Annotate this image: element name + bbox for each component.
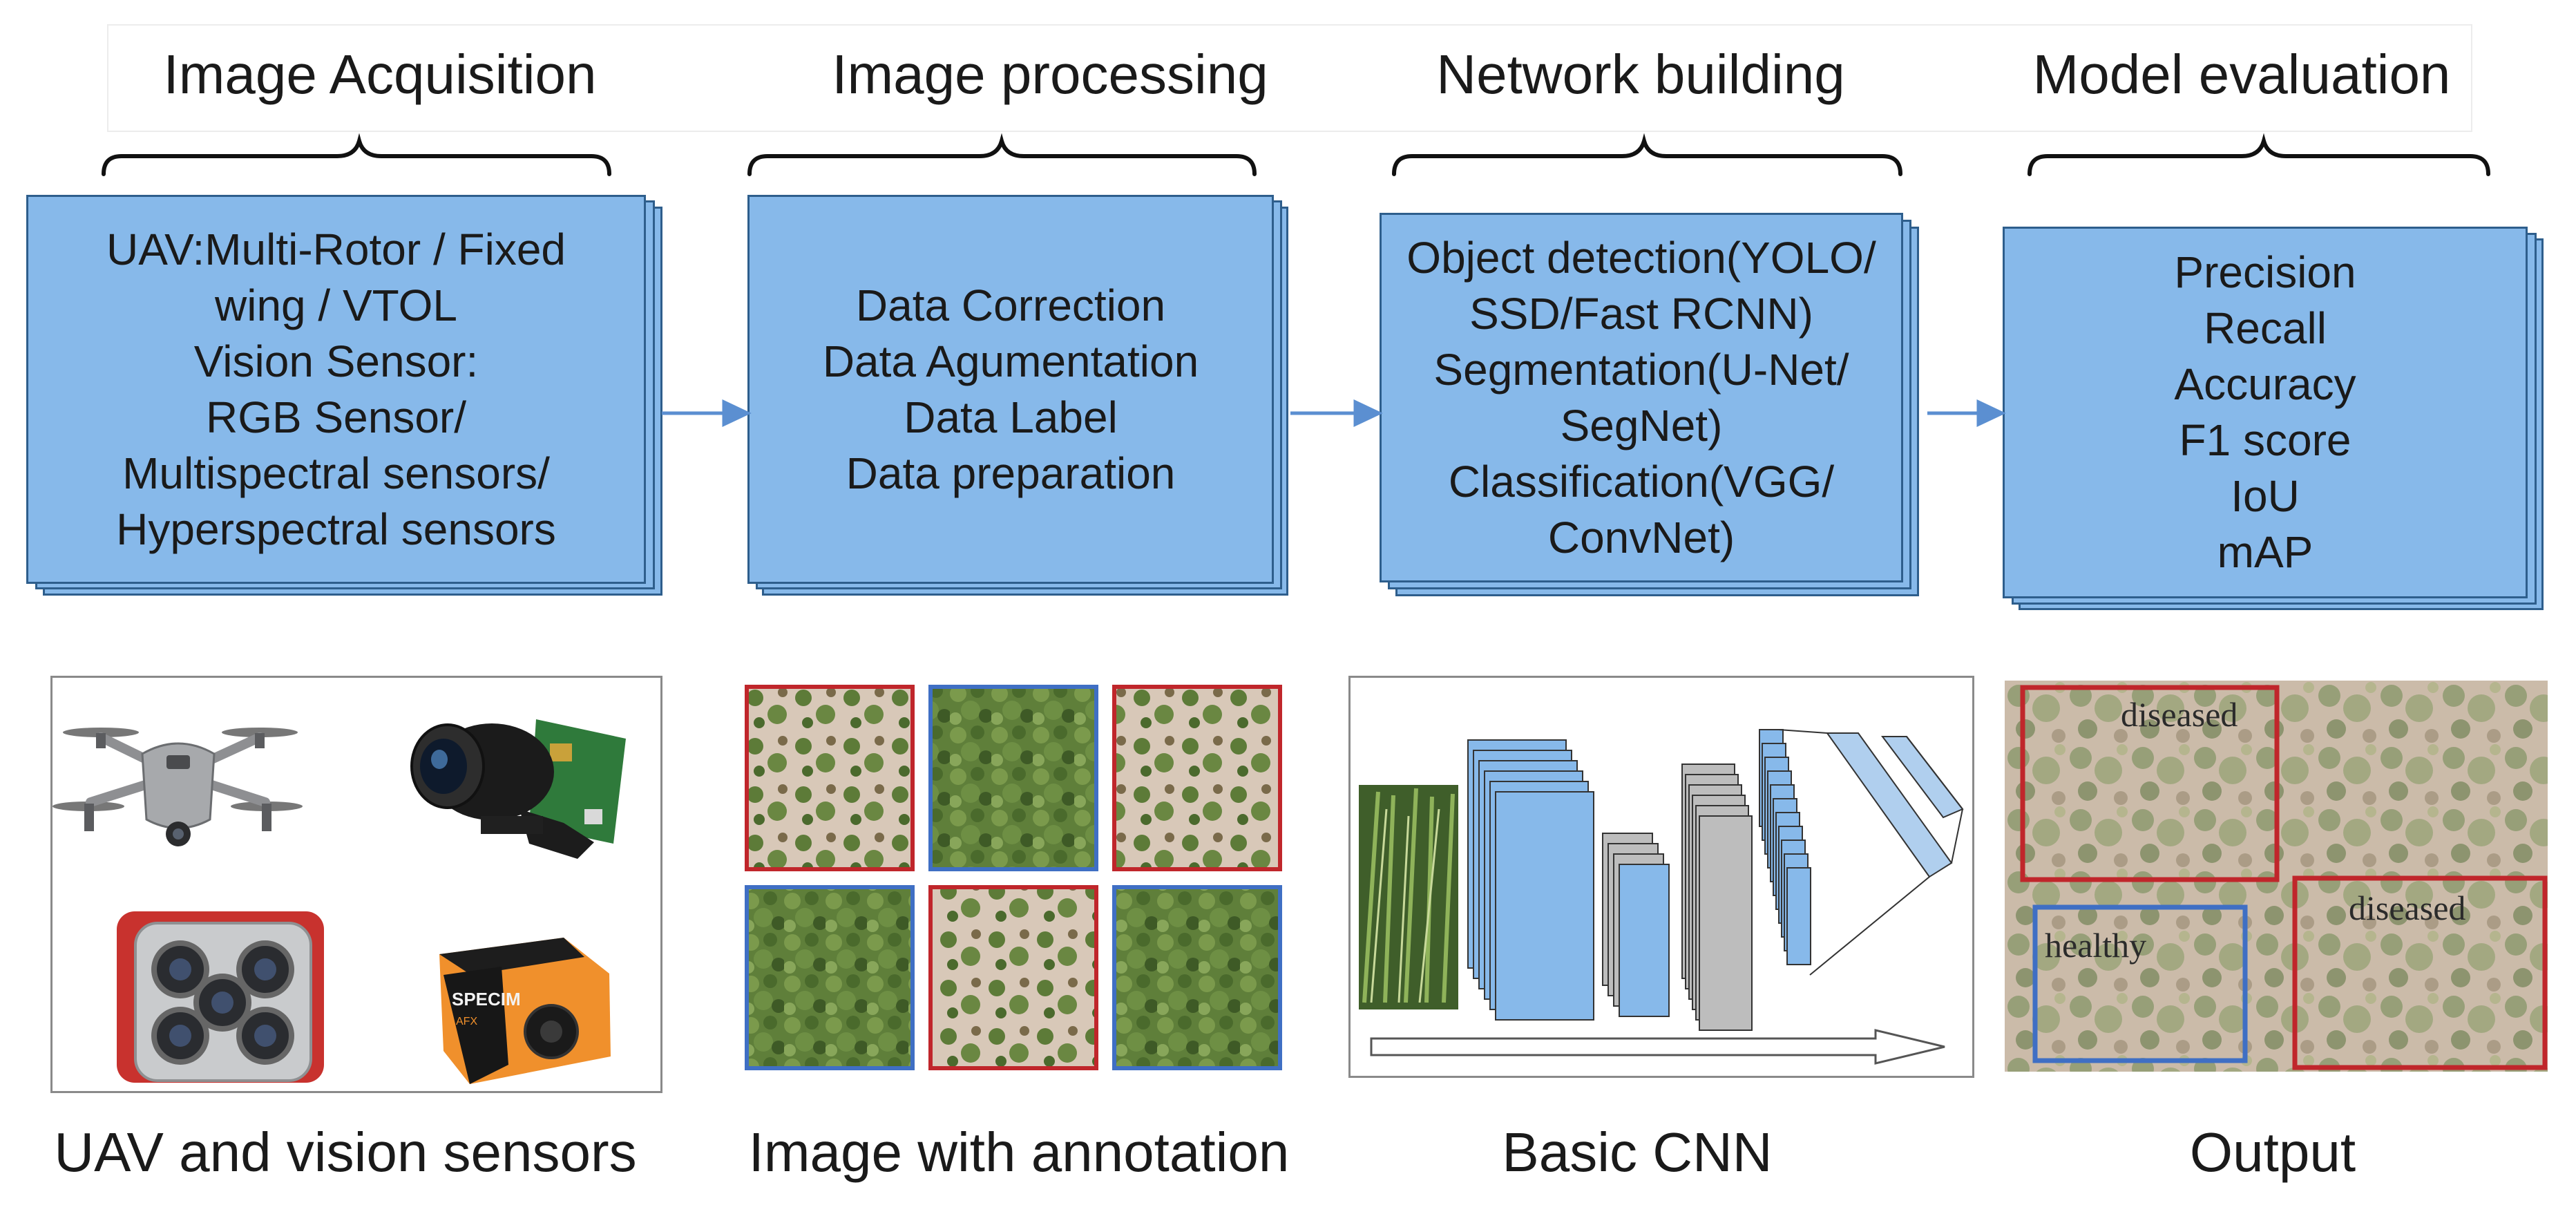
detection-box-diseased-2: diseased <box>2292 875 2548 1070</box>
fully-connected-layers <box>1778 729 1964 976</box>
brace-network <box>1392 133 1902 176</box>
stage-title-acquisition: Image Acquisition <box>163 44 597 105</box>
sensors-panel: SPECIM AFX <box>50 676 662 1093</box>
stage-text-acquisition: UAV:Multi-Rotor / Fixed wing / VTOL Visi… <box>26 195 646 584</box>
stage-line: SSD/Fast RCNN) <box>1469 288 1813 339</box>
conv-block-1-front <box>1495 791 1594 1021</box>
stage-line: IoU <box>2231 471 2300 521</box>
stage-title-network: Network building <box>1436 44 1845 105</box>
stage-line: Data Correction <box>855 280 1166 330</box>
brace-acquisition <box>102 133 611 176</box>
stage-title-processing: Image processing <box>832 44 1268 105</box>
cnn-panel <box>1348 676 1974 1078</box>
drone-icon <box>53 728 303 846</box>
detection-label: diseased <box>2349 889 2465 927</box>
caption-network: Basic CNN <box>1502 1121 1773 1183</box>
pool-block-1 <box>1602 833 1670 1017</box>
multispectral-camera-icon <box>117 911 324 1083</box>
hyperspectral-model-text: AFX <box>456 1016 477 1027</box>
detection-label: diseased <box>2121 695 2238 734</box>
arrow-head <box>1976 399 2006 427</box>
caption-evaluation: Output <box>2189 1121 2356 1183</box>
annotation-tile-1 <box>745 685 915 871</box>
stage-line: Recall <box>2204 303 2327 353</box>
annotation-tile-4 <box>745 885 915 1070</box>
conv-block-2 <box>1681 764 1753 1031</box>
stage-text-network: Object detection(YOLO/ SSD/Fast RCNN) Se… <box>1380 213 1903 582</box>
arrow-head <box>1353 399 1383 427</box>
annotation-tile-5 <box>928 885 1098 1070</box>
arrow-head <box>722 399 752 427</box>
stage-line: Precision <box>2174 247 2356 297</box>
brace-evaluation <box>2028 133 2490 176</box>
stage-line: Object detection(YOLO/ <box>1406 232 1876 283</box>
stage-line: Data preparation <box>846 448 1176 498</box>
sheet-front <box>26 195 646 584</box>
output-panel: diseased healthy diseased <box>2005 681 2548 1072</box>
stage-title-band <box>107 24 2472 132</box>
hyperspectral-brand-text: SPECIM <box>452 989 521 1009</box>
conv-block-1 <box>1467 739 1594 1021</box>
stage-line: Segmentation(U-Net/ <box>1433 344 1849 395</box>
annotation-panel <box>743 684 1295 1072</box>
detection-output: diseased healthy diseased <box>2005 681 2548 1072</box>
detection-box-healthy: healthy <box>2032 904 2248 1063</box>
stage-line: Vision Sensor: <box>193 336 479 386</box>
stage-line: wing / VTOL <box>215 280 457 330</box>
stage-line: Multispectral sensors/ <box>122 448 550 498</box>
annotation-grid <box>745 685 1282 1070</box>
stage-line: F1 score <box>2179 415 2351 465</box>
caption-processing: Image with annotation <box>748 1121 1290 1183</box>
stage-line: Accuracy <box>2174 359 2356 409</box>
sheet-front <box>2003 227 2528 598</box>
stage-line: ConvNet) <box>1547 512 1735 562</box>
flow-arrow <box>1370 1029 1945 1065</box>
stage-line: Data Label <box>904 392 1118 442</box>
stage-line: Classification(VGG/ <box>1448 456 1835 506</box>
caption-acquisition: UAV and vision sensors <box>54 1121 637 1183</box>
sheet-front <box>1380 213 1903 582</box>
hyperspectral-camera-icon: SPECIM AFX <box>439 938 611 1084</box>
stage-line: UAV:Multi-Rotor / Fixed <box>106 224 566 274</box>
sensor-illustrations: SPECIM AFX <box>53 719 626 1084</box>
brace-processing <box>747 133 1257 176</box>
detection-label: healthy <box>2045 926 2146 965</box>
stage-line: SegNet) <box>1560 400 1723 450</box>
stage-title-evaluation: Model evaluation <box>2032 44 2451 105</box>
cnn-diagram <box>1359 729 1964 1065</box>
stage-text-processing: Data Correction Data Agumentation Data L… <box>747 195 1274 584</box>
detection-box-diseased-1: diseased <box>2020 685 2280 882</box>
conv-block-3 <box>1759 729 1811 965</box>
stage-line: RGB Sensor/ <box>205 392 467 442</box>
stage-line: mAP <box>2217 527 2313 577</box>
annotation-tile-3 <box>1112 685 1282 871</box>
stage-line: Data Agumentation <box>822 336 1199 386</box>
camera-module-icon <box>410 719 626 859</box>
sheet-front <box>747 195 1274 584</box>
annotation-tile-2 <box>928 685 1098 871</box>
stage-text-evaluation: Precision Recall Accuracy F1 score IoU m… <box>2003 227 2528 598</box>
input-image <box>1359 785 1458 1009</box>
stage-line: Hyperspectral sensors <box>116 504 556 554</box>
annotation-tile-6 <box>1112 885 1282 1070</box>
